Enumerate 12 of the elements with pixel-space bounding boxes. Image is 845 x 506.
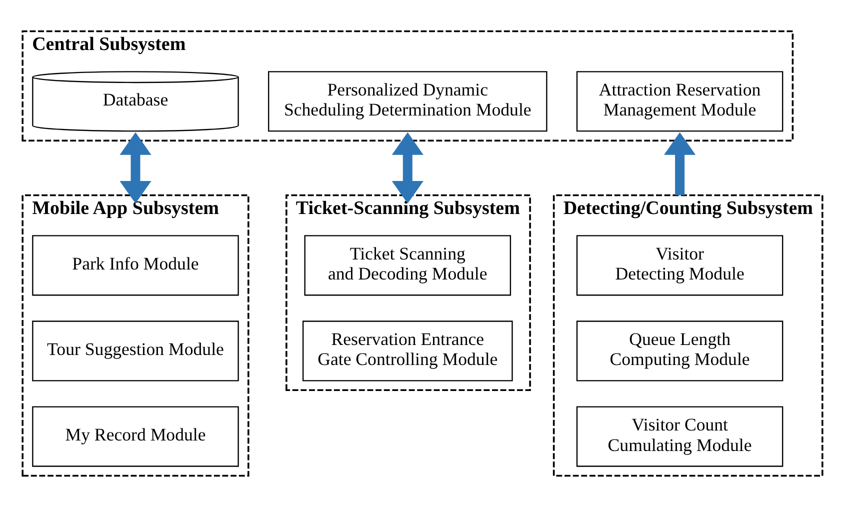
- node-box: Attraction Reservation Management Module: [576, 70, 784, 132]
- node-box: Visitor Count Cumulating Module: [576, 406, 784, 466]
- arrow: [120, 132, 152, 204]
- node-box: My Record Module: [32, 406, 239, 466]
- node-box: Ticket Scanning and Decoding Module: [304, 234, 512, 296]
- node-box: Tour Suggestion Module: [32, 320, 239, 381]
- node-box: Park Info Module: [32, 234, 239, 296]
- node-box: Visitor Detecting Module: [576, 234, 784, 296]
- arrow: [392, 132, 424, 204]
- node-box: Queue Length Computing Module: [576, 320, 784, 381]
- node-box: Personalized Dynamic Scheduling Determination Module: [268, 70, 548, 132]
- node-box: Reservation Entrance Gate Controlling Module: [302, 320, 513, 381]
